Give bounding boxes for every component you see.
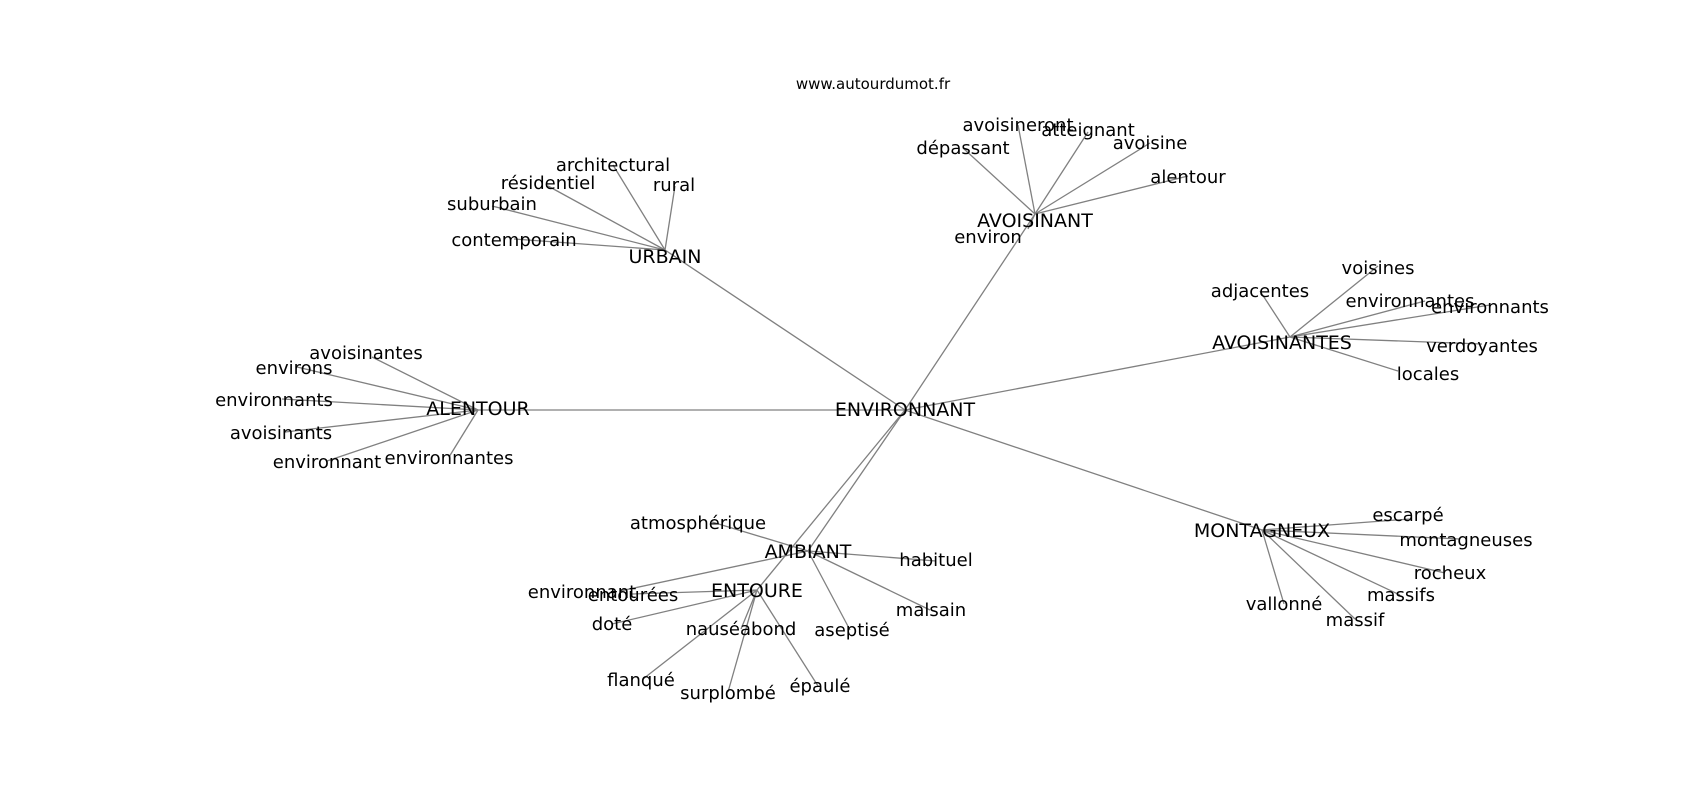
leaf-node-label[interactable]: flanqué (607, 670, 675, 691)
edge-avoisinant-leaf (1034, 175, 1189, 215)
edge-montagneux-leaf (1261, 529, 1285, 605)
leaf-node-label[interactable]: avoisinantes (309, 343, 422, 364)
leaf-node-label[interactable]: avoisine (1113, 133, 1188, 154)
leaf-node-label[interactable]: atteignant (1041, 120, 1135, 141)
leaf-node-label[interactable]: environs (256, 358, 333, 379)
leaf-node-label[interactable]: alentour (1150, 167, 1226, 188)
leaf-node-label[interactable]: avoisineront (962, 115, 1073, 136)
hub-node-urbain[interactable]: URBAIN (629, 246, 702, 268)
leaf-node-label[interactable]: nauséabond (686, 619, 797, 640)
edge-center-entoure (756, 409, 906, 591)
edge-center-urbain (664, 249, 906, 411)
edge-avoisinantes-leaf (1289, 304, 1491, 338)
edge-avoisinantes-leaf (1289, 336, 1399, 372)
edges-layer (281, 124, 1491, 693)
leaf-node-label[interactable]: rocheux (1414, 563, 1487, 584)
edge-center-avoisinantes (904, 336, 1291, 411)
edge-ambiant-leaf (711, 521, 809, 552)
leaf-node-label[interactable]: escarpé (1372, 505, 1443, 526)
leaf-node-label[interactable]: architectural (556, 155, 670, 176)
leaf-node-label[interactable]: environnants (1431, 297, 1549, 318)
edge-avoisinant-leaf (1027, 213, 1036, 230)
edge-ambiant-leaf (807, 550, 937, 562)
watermark: www.autourdumot.fr (796, 75, 951, 93)
edge-montagneux-leaf (1261, 529, 1461, 540)
hub-node-alentour[interactable]: ALENTOUR (426, 398, 529, 420)
edge-entoure-leaf (756, 589, 819, 687)
leaf-node-label[interactable]: dépassant (916, 138, 1009, 159)
center-node-label[interactable]: ENVIRONNANT (835, 399, 976, 421)
leaf-node-label[interactable]: suburbain (447, 194, 537, 215)
edge-alentour-leaf (296, 366, 479, 411)
edge-ambiant-leaf (807, 550, 851, 631)
edge-alentour-leaf (448, 409, 479, 458)
leaf-node-label[interactable]: locales (1397, 364, 1459, 385)
edge-center-ambiant (807, 409, 906, 552)
edge-urbain-leaf (491, 205, 666, 251)
edge-avoisinant-leaf (962, 147, 1036, 215)
edge-montagneux-leaf (1261, 518, 1411, 531)
leaf-node-label[interactable]: verdoyantes (1426, 336, 1538, 357)
leaf-node-label[interactable]: vallonné (1246, 594, 1323, 615)
leaf-node-label[interactable]: contemporain (451, 230, 576, 251)
hub-node-montagneux[interactable]: MONTAGNEUX (1194, 520, 1330, 542)
edge-center-montagneux (904, 409, 1263, 531)
edge-avoisinant-leaf (1017, 124, 1036, 215)
edge-urbain-leaf (547, 185, 666, 251)
hub-node-entoure[interactable]: ENTOURE (711, 580, 803, 602)
edge-entoure-leaf (727, 589, 758, 693)
leaf-node-label[interactable]: aseptisé (814, 620, 889, 641)
edge-center-avoisinant (904, 213, 1036, 411)
leaf-node-label[interactable]: épaulé (789, 676, 850, 697)
leaf-node-label[interactable]: malsain (896, 600, 966, 621)
leaf-node-label[interactable]: entourées (588, 585, 679, 606)
hub-node-avoisinant[interactable]: AVOISINANT (977, 210, 1093, 232)
edge-entoure-leaf (631, 589, 758, 595)
leaf-node-label[interactable]: avoisinants (230, 423, 332, 444)
edge-avoisinantes-leaf (1259, 290, 1291, 338)
edge-alentour-leaf (371, 356, 479, 411)
leaf-node-label[interactable]: voisines (1342, 258, 1415, 279)
hub-node-ambiant[interactable]: AMBIANT (765, 541, 852, 563)
leaf-node-label[interactable]: environnants (215, 390, 333, 411)
leaf-node-label[interactable]: résidentiel (501, 173, 596, 194)
leaf-node-label[interactable]: environnantes (1346, 291, 1475, 312)
hub-node-avoisinantes[interactable]: AVOISINANTES (1212, 332, 1352, 354)
leaf-node-label[interactable]: environ (954, 227, 1022, 248)
leaf-node-label[interactable]: surplombé (680, 683, 776, 704)
edge-urbain-leaf (513, 238, 666, 251)
edge-alentour-leaf (281, 398, 479, 411)
edge-entoure-leaf (642, 589, 758, 680)
leaf-node-label[interactable]: adjacentes (1211, 281, 1309, 302)
leaf-node-label[interactable]: environnant (528, 582, 636, 603)
edge-urbain-leaf (664, 185, 676, 251)
edge-avoisinant-leaf (1034, 142, 1151, 215)
edge-alentour-leaf (326, 409, 479, 462)
leaf-node-label[interactable]: massifs (1367, 585, 1435, 606)
edge-avoisinantes-leaf (1289, 300, 1426, 338)
leaf-node-label[interactable]: environnant (273, 452, 381, 473)
edge-alentour-leaf (284, 409, 479, 433)
edge-avoisinant-leaf (1034, 131, 1089, 215)
leaf-node-label[interactable]: environnantes (385, 448, 514, 469)
edge-avoisinantes-leaf (1289, 336, 1483, 345)
edge-ambiant-leaf (619, 550, 809, 592)
leaf-node-label[interactable]: habituel (899, 550, 972, 571)
leaf-node-label[interactable]: massif (1326, 610, 1385, 631)
edge-urbain-leaf (612, 164, 666, 251)
leaf-node-label[interactable]: atmosphérique (630, 513, 766, 534)
edge-montagneux-leaf (1261, 529, 1401, 596)
edge-entoure-leaf (611, 589, 758, 625)
leaf-node-label[interactable]: doté (592, 614, 633, 635)
leaf-node-label[interactable]: rural (653, 175, 695, 196)
edge-avoisinantes-leaf (1289, 265, 1379, 338)
edge-montagneux-leaf (1261, 529, 1356, 620)
leaf-node-label[interactable]: montagneuses (1399, 530, 1532, 551)
edge-ambiant-leaf (807, 550, 931, 611)
edge-entoure-leaf (740, 589, 758, 630)
edge-montagneux-leaf (1261, 529, 1446, 574)
